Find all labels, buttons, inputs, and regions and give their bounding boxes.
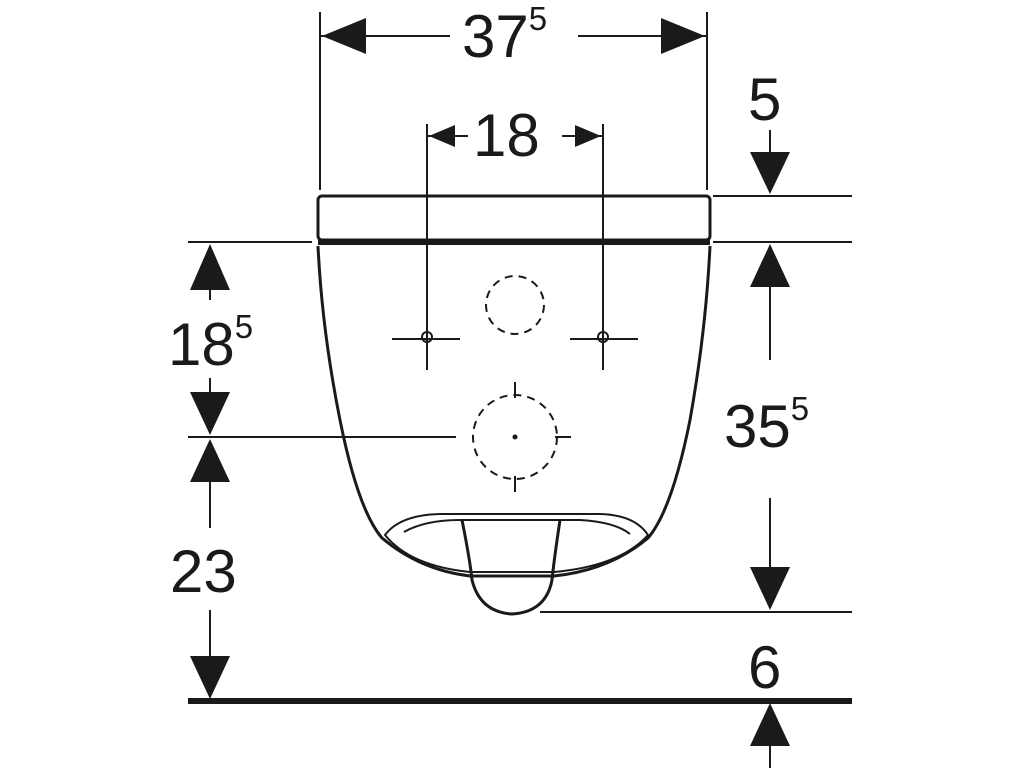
width-total-value: 37 [462,3,529,70]
dimension-outlet-height: 23 [170,439,237,699]
dimension-fixing-spacing: 18 [427,102,603,169]
dimension-floor-clearance: 6 [748,634,790,768]
toilet-bowl [316,245,712,578]
dimension-seat-thickness: 5 [748,66,790,194]
bowl-rim [383,513,650,573]
water-inlet-circle [485,275,545,335]
fixing-height-value: 18 [168,311,235,378]
dimension-body-height: 355 [724,244,809,610]
outlet-height-value: 23 [170,538,237,605]
fixing-height-sup: 5 [235,308,253,345]
body-height-value: 35 [724,393,791,460]
fixing-points [392,275,638,492]
toilet-seat [316,194,712,242]
fixing-spacing-value: 18 [473,102,540,169]
toilet-body [316,194,712,616]
seat-thickness-value: 5 [748,66,781,133]
svg-text:375: 375 [462,0,547,70]
floor-clearance-value: 6 [748,634,781,701]
body-height-sup: 5 [791,390,809,427]
outlet-spigot [460,519,562,616]
svg-text:185: 185 [168,308,253,378]
svg-text:355: 355 [724,390,809,460]
dimension-fixing-height: 185 [168,244,253,435]
extension-lines [188,12,852,613]
width-total-sup: 5 [529,0,547,37]
dimension-width-total: 375 [320,0,707,70]
